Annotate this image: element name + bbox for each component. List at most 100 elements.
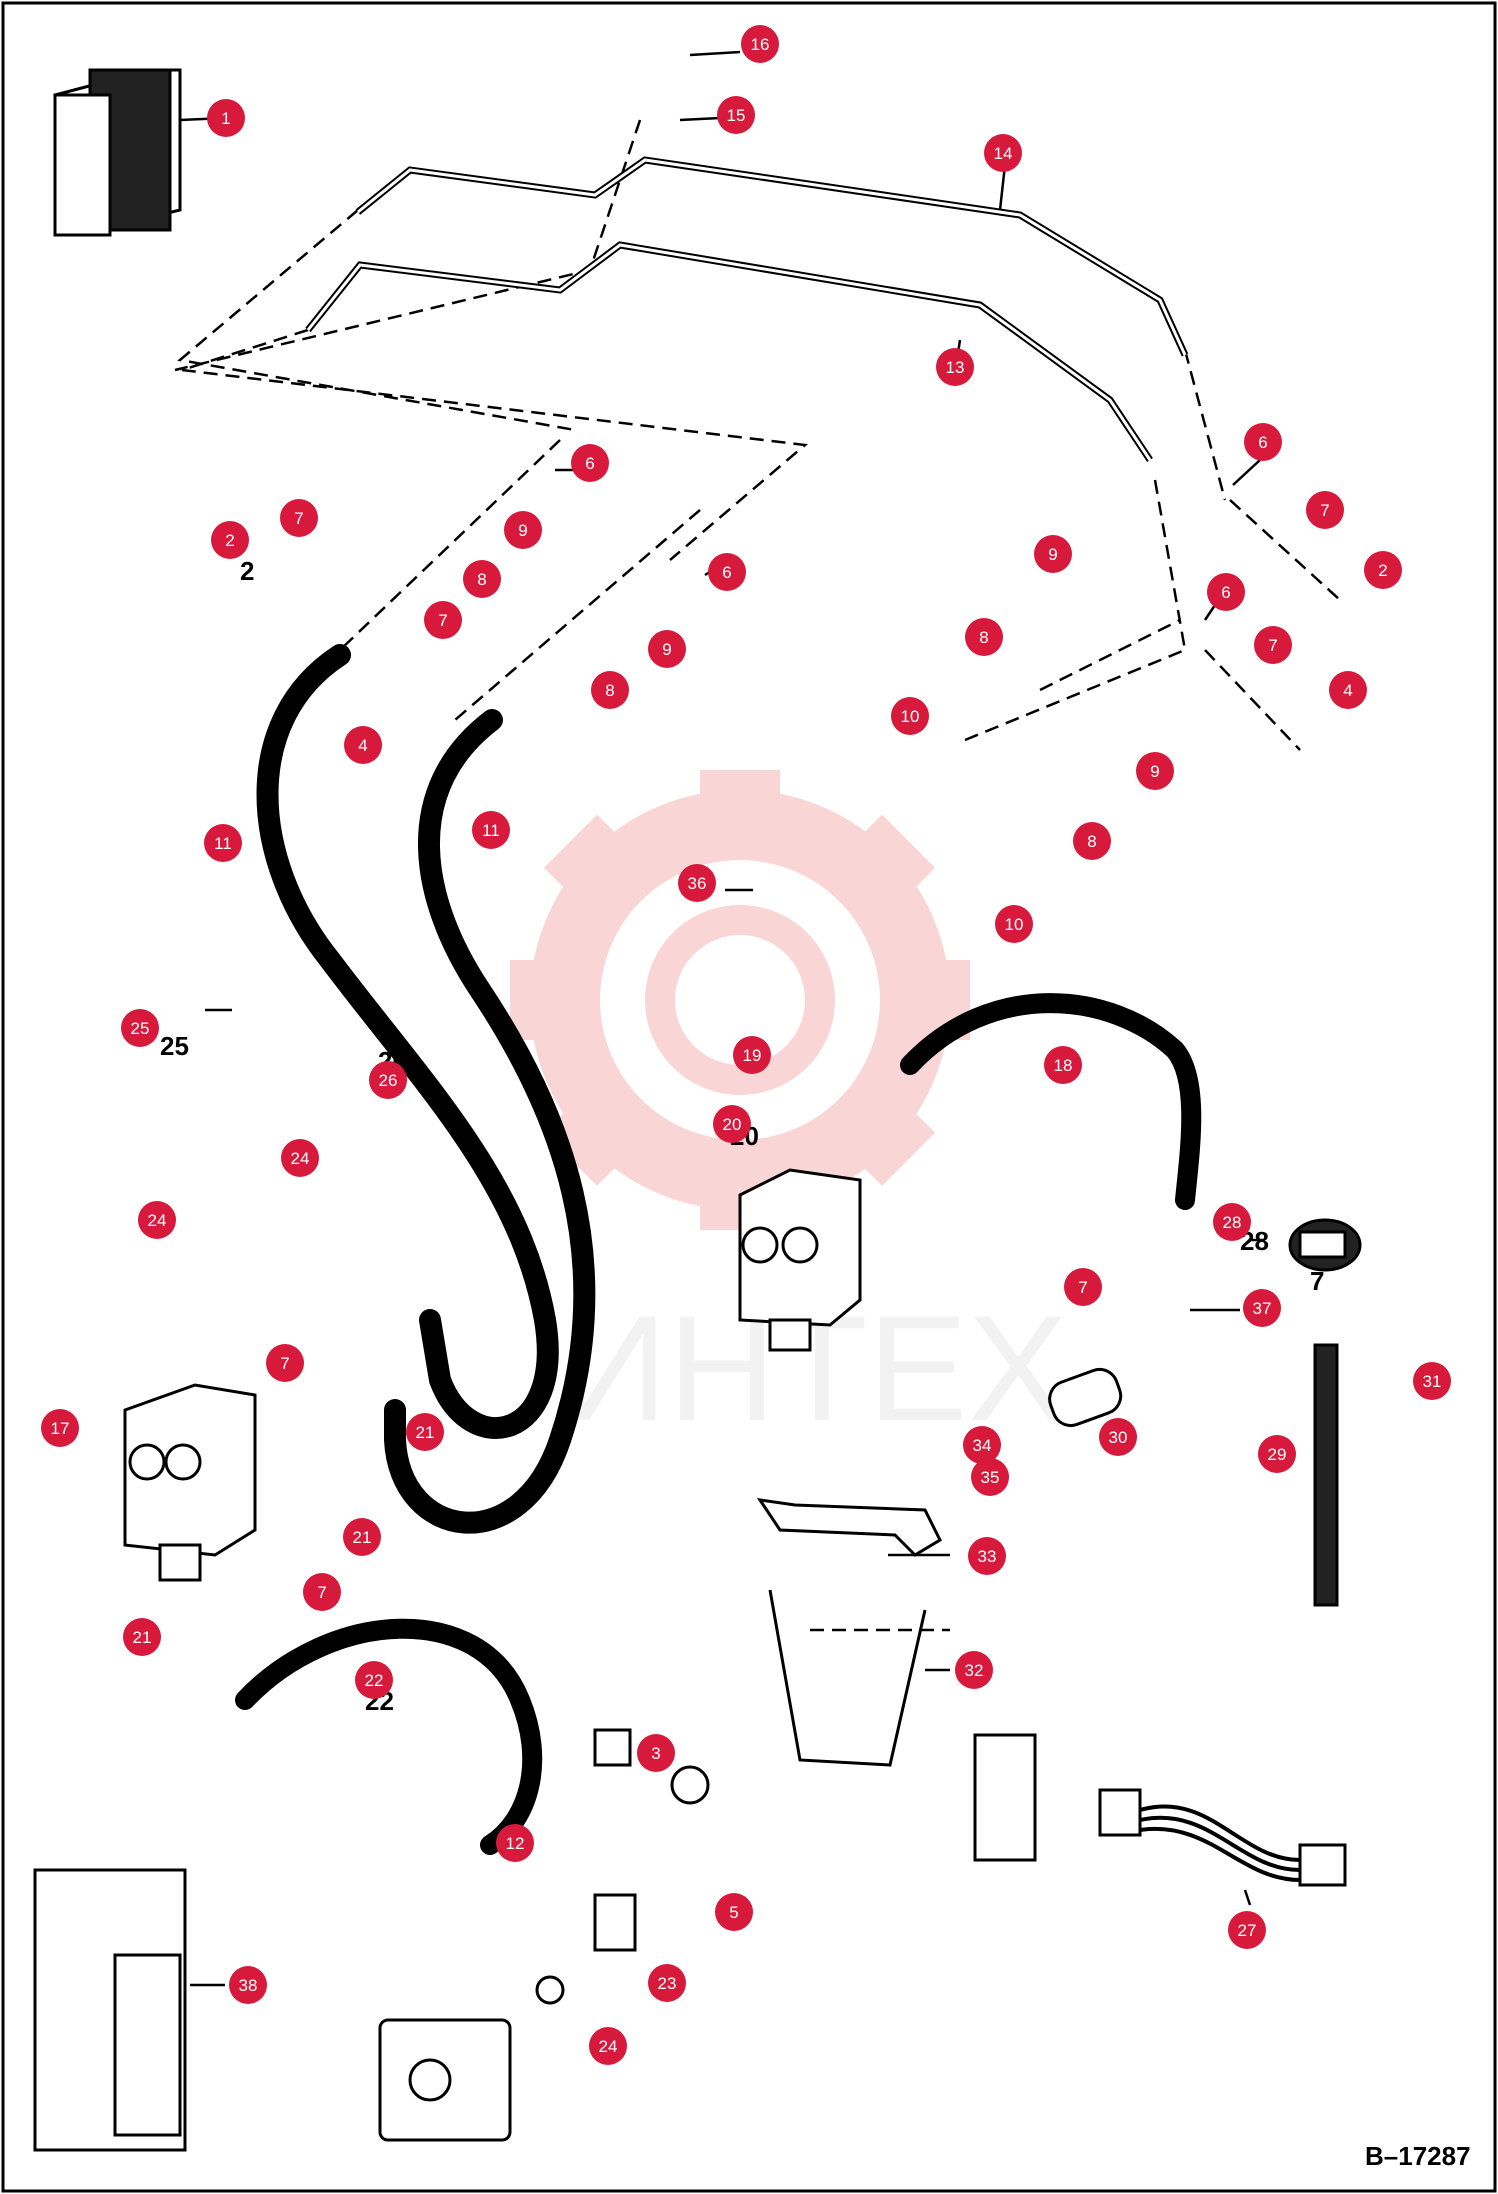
callout-c31: 31 [1413,1362,1451,1400]
callout-badge-circle [741,25,779,63]
callout-number: 20 [723,1115,742,1134]
callout-number: 13 [946,358,965,377]
callout-badge-circle [713,1105,751,1143]
callout-badge-circle [369,1061,407,1099]
callout-badge-circle [591,671,629,709]
callout-number: 17 [51,1419,70,1438]
callout-number: 7 [1078,1278,1087,1297]
callout-c1: 1 [207,99,245,137]
callout-number: 9 [1048,545,1057,564]
callout-badge-circle [1306,491,1344,529]
callout-badge-circle [343,1518,381,1556]
callout-badge-circle [715,1893,753,1931]
callout-badge-circle [571,444,609,482]
part-3-cap [593,1728,632,1767]
callout-c12: 12 [496,1824,534,1862]
callout-c29: 29 [1258,1435,1296,1473]
callout-badge-circle [229,1966,267,2004]
callout-badge-circle [648,630,686,668]
dashed-leaders [174,119,1341,751]
callout-badge-circle [138,1201,176,1239]
printed-number: 25 [160,1031,189,1061]
callout-badge-circle [211,521,249,559]
callout-c8b: 8 [591,671,629,709]
callout-number: 35 [981,1468,1000,1487]
part-17-valve-block [123,1383,257,1582]
callout-number: 6 [1258,433,1267,452]
callout-c4b: 4 [1329,671,1367,709]
callout-c10a: 10 [891,697,929,735]
printed-numbers: 2 7 25 26 28 22 20 [160,556,1324,1716]
callout-c36: 36 [678,864,716,902]
callout-c19: 19 [733,1036,771,1074]
callout-number: 11 [482,821,500,840]
printed-number: 2 [240,556,254,586]
callout-badge-circle [965,618,1003,656]
callout-badge-circle [1034,535,1072,573]
callout-badge-circle [424,601,462,639]
callout-number: 8 [979,628,988,647]
callout-c17: 17 [41,1409,79,1447]
callout-badge-circle [968,1537,1006,1575]
callout-number: 23 [658,1974,677,1993]
callout-c7d: 7 [1254,626,1292,664]
callout-badge-circle [121,1009,159,1047]
callout-number: 30 [1109,1428,1128,1447]
callout-c10b: 10 [995,905,1033,943]
part-5-nut [670,1765,710,1805]
callout-number: 16 [751,35,770,54]
callout-badge-circle [589,2027,627,2065]
callout-c21c: 21 [123,1618,161,1656]
callout-badge-circle [648,1964,686,2002]
callout-number: 11 [214,834,232,853]
callout-number: 9 [662,640,671,659]
callout-number: 22 [365,1671,384,1690]
part-plug-37 [1048,1367,1123,1428]
callout-c21a: 21 [406,1413,444,1451]
callout-badge-circle [1064,1268,1102,1306]
callout-number: 9 [518,521,527,540]
callout-c8c: 8 [965,618,1003,656]
drawing-code: B–17287 [1365,2141,1471,2171]
callout-c7g: 7 [303,1573,341,1611]
hose-11-right [384,709,596,1534]
callout-badge-circle [1254,626,1292,664]
callout-number: 7 [1268,636,1277,655]
callout-number: 15 [727,106,746,125]
callout-number: 19 [743,1046,762,1065]
callout-badge-circle [955,1651,993,1689]
callout-c32: 32 [955,1651,993,1689]
callout-badge-circle [207,99,245,137]
callout-c23: 23 [648,1964,686,2002]
callout-number: 10 [901,707,920,726]
callout-c15: 15 [717,96,755,134]
callout-badge-circle [1413,1362,1451,1400]
callout-badge-circle [406,1413,444,1451]
callout-c30: 30 [1099,1418,1137,1456]
part-harness-connector [973,1733,1347,1887]
callout-badge-circle [204,824,242,862]
callout-number: 29 [1268,1445,1287,1464]
callout-c6c: 6 [1244,423,1282,461]
callout-number: 25 [131,1019,150,1038]
callout-number: 7 [1320,501,1329,520]
callout-c33: 33 [968,1537,1006,1575]
callout-number: 36 [688,874,707,893]
callout-c9a: 9 [504,511,542,549]
callout-number: 33 [978,1547,997,1566]
callout-number: 18 [1054,1056,1073,1075]
callout-badge-circle [463,560,501,598]
callout-badge-circle [496,1824,534,1862]
callout-number: 8 [1087,832,1096,851]
callout-badge-circle [1207,573,1245,611]
callout-c6a: 6 [571,444,609,482]
callout-number: 7 [294,509,303,528]
callout-badge-circle [733,1036,771,1074]
callout-number: 21 [416,1423,435,1442]
callout-number: 4 [358,736,367,755]
callout-c11b: 11 [472,811,510,849]
callout-number: 7 [317,1583,326,1602]
callout-badge-circle [984,134,1022,172]
callout-badges: 1223445666677777778888999910101111121314… [41,25,1451,2065]
